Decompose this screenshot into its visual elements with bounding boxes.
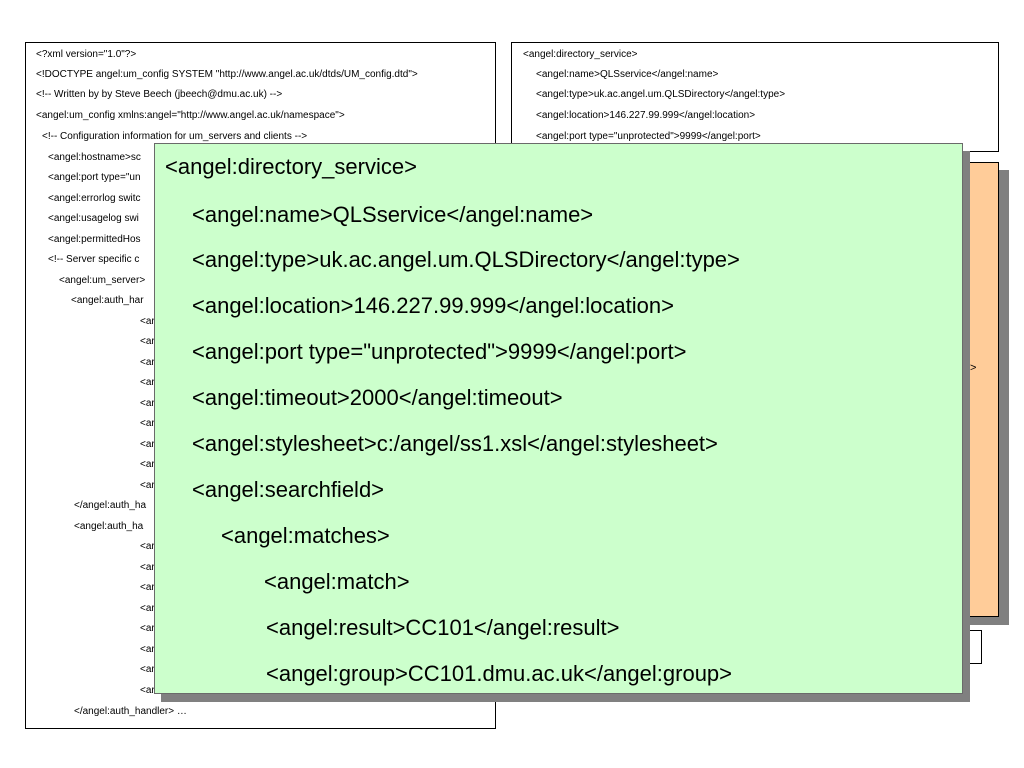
- zoom-xml-line: <angel:result>CC101</angel:result>: [266, 615, 620, 640]
- xml-line: <angel:auth_ha: [74, 521, 144, 532]
- zoom-xml-line: <angel:searchfield>: [192, 477, 385, 502]
- xml-line: <ar: [140, 562, 155, 573]
- zoom-xml-line: <angel:location>146.227.99.999</angel:lo…: [192, 293, 674, 318]
- xml-line: <angel:auth_har: [71, 295, 144, 306]
- xml-line: <ar: [140, 603, 155, 614]
- zoomed-xml-callout: <angel:directory_service> <angel:name>QL…: [154, 143, 963, 694]
- zoom-xml-line: <angel:group>CC101.dmu.ac.uk</angel:grou…: [266, 661, 733, 686]
- xml-line: <ar: [140, 357, 155, 368]
- xml-line: <angel:um_server>: [59, 275, 146, 286]
- xml-line: <angel:hostname>sc: [48, 152, 141, 163]
- xml-line: <!-- Written by by Steve Beech (jbeech@d…: [36, 89, 283, 100]
- xml-line: <ar: [140, 664, 155, 675]
- zoom-xml-line: <angel:port type="unprotected">9999</ang…: [192, 339, 687, 364]
- xml-line: <angel:port type="unprotected">9999</ang…: [536, 131, 761, 142]
- xml-line: <!-- Configuration information for um_se…: [42, 131, 308, 142]
- xml-line: <ar: [140, 398, 155, 409]
- peach-box-glyph: >: [970, 362, 977, 374]
- xml-line: <ar: [140, 459, 155, 470]
- xml-line: <angel:errorlog switc: [48, 193, 141, 204]
- xml-line: <!-- Server specific c: [48, 254, 140, 265]
- xml-line: <angel:usagelog swi: [48, 213, 139, 224]
- xml-line: <ar: [140, 582, 155, 593]
- zoom-xml-line: <angel:timeout>2000</angel:timeout>: [192, 385, 563, 410]
- zoom-xml-line: <angel:type>uk.ac.angel.um.QLSDirectory<…: [192, 247, 740, 272]
- xml-line: <angel:type>uk.ac.angel.um.QLSDirectory<…: [536, 89, 786, 100]
- xml-line: <angel:um_config xmlns:angel="http://www…: [36, 110, 345, 121]
- zoom-xml-line: <angel:name>QLSservice</angel:name>: [192, 202, 594, 227]
- zoom-xml-line: <angel:match>: [264, 569, 410, 594]
- xml-line: <angel:location>146.227.99.999</angel:lo…: [536, 110, 756, 121]
- xml-line: <!DOCTYPE angel:um_config SYSTEM "http:/…: [36, 69, 418, 80]
- xml-line: <angel:permittedHos: [48, 234, 141, 245]
- xml-line: <angel:port type="un: [48, 172, 141, 183]
- xml-line: <ar: [140, 377, 155, 388]
- xml-line: <angel:directory_service>: [523, 49, 638, 60]
- xml-line: <ar: [140, 418, 155, 429]
- xml-line: <ar: [140, 439, 155, 450]
- xml-line: <ar: [140, 336, 155, 347]
- zoom-xml-line: <angel:directory_service>: [165, 154, 417, 179]
- xml-line: </angel:auth_ha: [74, 500, 147, 511]
- zoom-xml-line: <angel:matches>: [221, 523, 390, 548]
- right-xml-panel: <angel:directory_service> <angel:name>QL…: [511, 42, 999, 152]
- xml-line: <ar: [140, 541, 155, 552]
- xml-line: <ar: [140, 316, 155, 327]
- xml-line: <ar: [140, 623, 155, 634]
- zoom-xml-line: <angel:stylesheet>c:/angel/ss1.xsl</ange…: [192, 431, 718, 456]
- xml-line: <ar: [140, 685, 155, 696]
- xml-line: <angel:name>QLSservice</angel:name>: [536, 69, 719, 80]
- xml-line: <?xml version="1.0"?>: [36, 49, 137, 60]
- xml-line: <ar: [140, 480, 155, 491]
- xml-line: </angel:auth_handler> …: [74, 706, 187, 717]
- xml-line: <ar: [140, 644, 155, 655]
